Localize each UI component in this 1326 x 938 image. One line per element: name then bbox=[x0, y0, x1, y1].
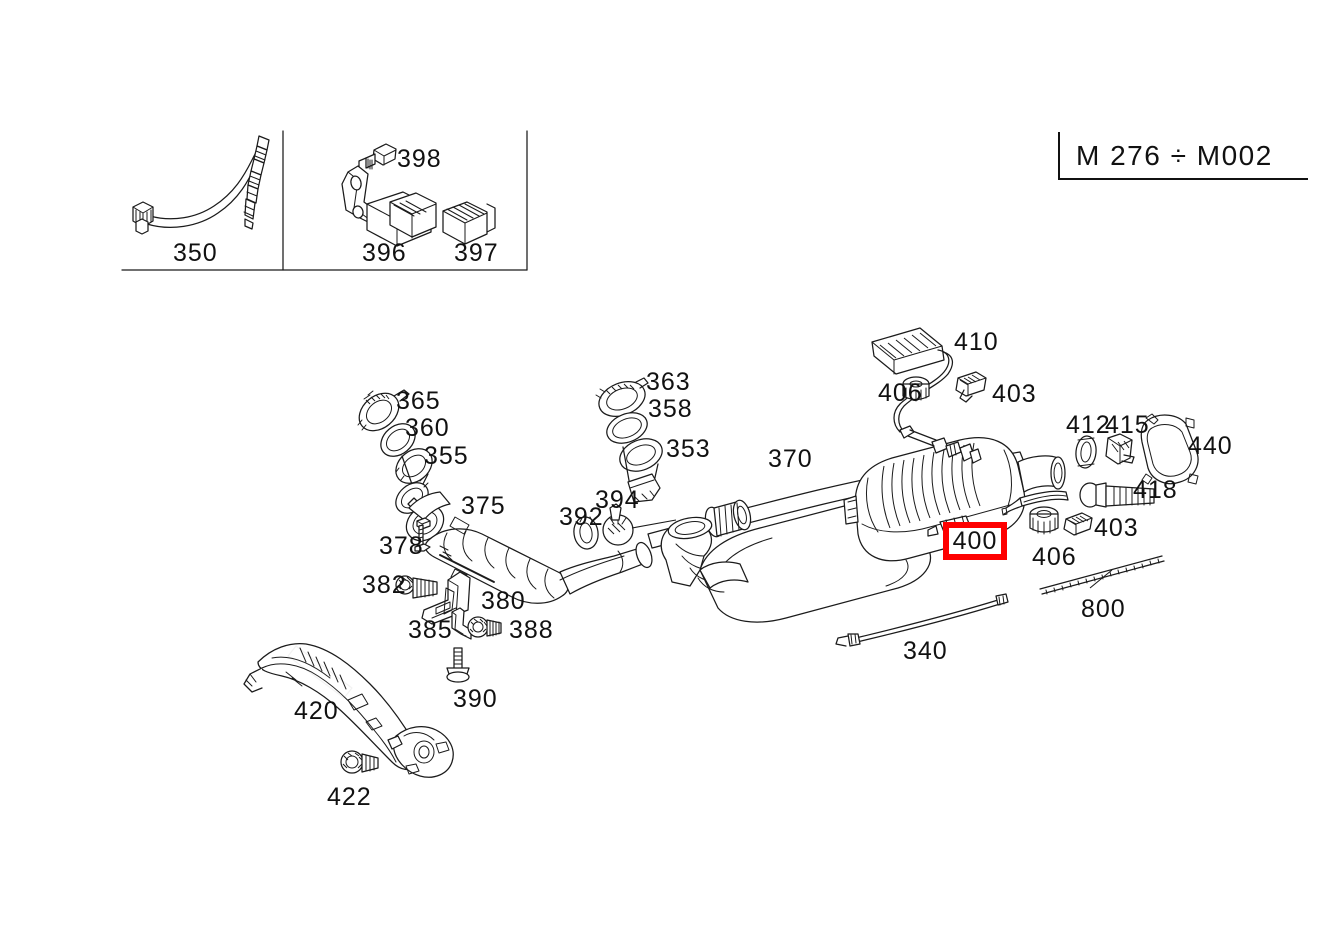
callout-365[interactable]: 365 bbox=[396, 387, 441, 415]
part-403-clip-lower bbox=[1063, 512, 1093, 536]
part-422-bolt bbox=[340, 750, 379, 774]
part-382-bolt bbox=[395, 575, 438, 599]
callout-406-upper[interactable]: 406 bbox=[878, 379, 923, 407]
part-hanger-rod bbox=[1001, 490, 1069, 516]
inset-panel-frame bbox=[121, 130, 528, 271]
callout-800[interactable]: 800 bbox=[1081, 595, 1126, 623]
callout-353[interactable]: 353 bbox=[666, 435, 711, 463]
part-363-clamp bbox=[595, 377, 649, 417]
engine-code-title-box: M 276 ÷ M002 bbox=[1058, 132, 1308, 180]
callout-375[interactable]: 375 bbox=[461, 492, 506, 520]
callout-388[interactable]: 388 bbox=[509, 616, 554, 644]
callout-422[interactable]: 422 bbox=[327, 783, 372, 811]
part-397-connector bbox=[442, 201, 496, 245]
part-800-heat-shield-strip bbox=[1039, 555, 1165, 595]
part-418-bolt bbox=[1079, 482, 1155, 508]
callout-378[interactable]: 378 bbox=[379, 532, 424, 560]
callout-385[interactable]: 385 bbox=[408, 616, 453, 644]
part-394-hanger bbox=[602, 503, 677, 546]
callout-415[interactable]: 415 bbox=[1105, 411, 1150, 439]
callout-412[interactable]: 412 bbox=[1066, 411, 1111, 439]
part-360-gasket bbox=[380, 423, 416, 457]
part-406-grommet-lower bbox=[1029, 506, 1059, 535]
callout-406-lower[interactable]: 406 bbox=[1032, 543, 1077, 571]
highlighted-callout-400-text: 400 bbox=[952, 526, 998, 555]
part-388-bolt bbox=[467, 616, 502, 638]
part-415-nut bbox=[1105, 433, 1135, 465]
part-353-pipe-section bbox=[619, 438, 663, 503]
callout-382[interactable]: 382 bbox=[362, 571, 407, 599]
part-365-clamp bbox=[357, 389, 410, 432]
callout-397[interactable]: 397 bbox=[454, 239, 499, 267]
callout-380[interactable]: 380 bbox=[481, 587, 526, 615]
highlighted-callout-400[interactable]: 400 bbox=[943, 522, 1007, 560]
part-410-sensor-harness bbox=[871, 327, 982, 464]
part-355-pipe-flange bbox=[395, 448, 433, 514]
engine-code-text: M 276 ÷ M002 bbox=[1076, 140, 1273, 171]
part-403-clip-upper bbox=[955, 371, 987, 403]
callout-363[interactable]: 363 bbox=[646, 368, 691, 396]
callout-360[interactable]: 360 bbox=[405, 414, 450, 442]
callout-418[interactable]: 418 bbox=[1133, 476, 1178, 504]
part-375-catalytic-converter bbox=[405, 491, 653, 604]
part-392-clamp bbox=[573, 516, 599, 550]
callout-340[interactable]: 340 bbox=[903, 637, 948, 665]
callout-390[interactable]: 390 bbox=[453, 685, 498, 713]
callout-420[interactable]: 420 bbox=[294, 697, 339, 725]
part-406-grommet-upper bbox=[902, 376, 930, 402]
part-440-gasket-flange bbox=[1140, 413, 1199, 485]
callout-358[interactable]: 358 bbox=[648, 395, 693, 423]
part-390-bolt bbox=[446, 647, 470, 683]
part-396-bracket bbox=[341, 165, 437, 247]
part-412-sleeve bbox=[1075, 435, 1097, 469]
callout-398[interactable]: 398 bbox=[397, 145, 442, 173]
part-358-gasket bbox=[606, 412, 648, 444]
part-340-cable bbox=[835, 593, 1009, 647]
callout-394[interactable]: 394 bbox=[595, 486, 640, 514]
part-378-bolt bbox=[414, 517, 431, 552]
callout-403-upper[interactable]: 403 bbox=[992, 380, 1037, 408]
part-350-oxygen-sensor bbox=[132, 135, 270, 235]
callout-350[interactable]: 350 bbox=[173, 239, 218, 267]
callout-440[interactable]: 440 bbox=[1188, 432, 1233, 460]
callout-370[interactable]: 370 bbox=[768, 445, 813, 473]
callout-392[interactable]: 392 bbox=[559, 503, 604, 531]
part-398-bolt bbox=[358, 143, 397, 174]
part-420-exhaust-manifold bbox=[243, 643, 454, 778]
callout-355[interactable]: 355 bbox=[424, 442, 469, 470]
callout-396[interactable]: 396 bbox=[362, 239, 407, 267]
callout-403-lower[interactable]: 403 bbox=[1094, 514, 1139, 542]
callout-410[interactable]: 410 bbox=[954, 328, 999, 356]
